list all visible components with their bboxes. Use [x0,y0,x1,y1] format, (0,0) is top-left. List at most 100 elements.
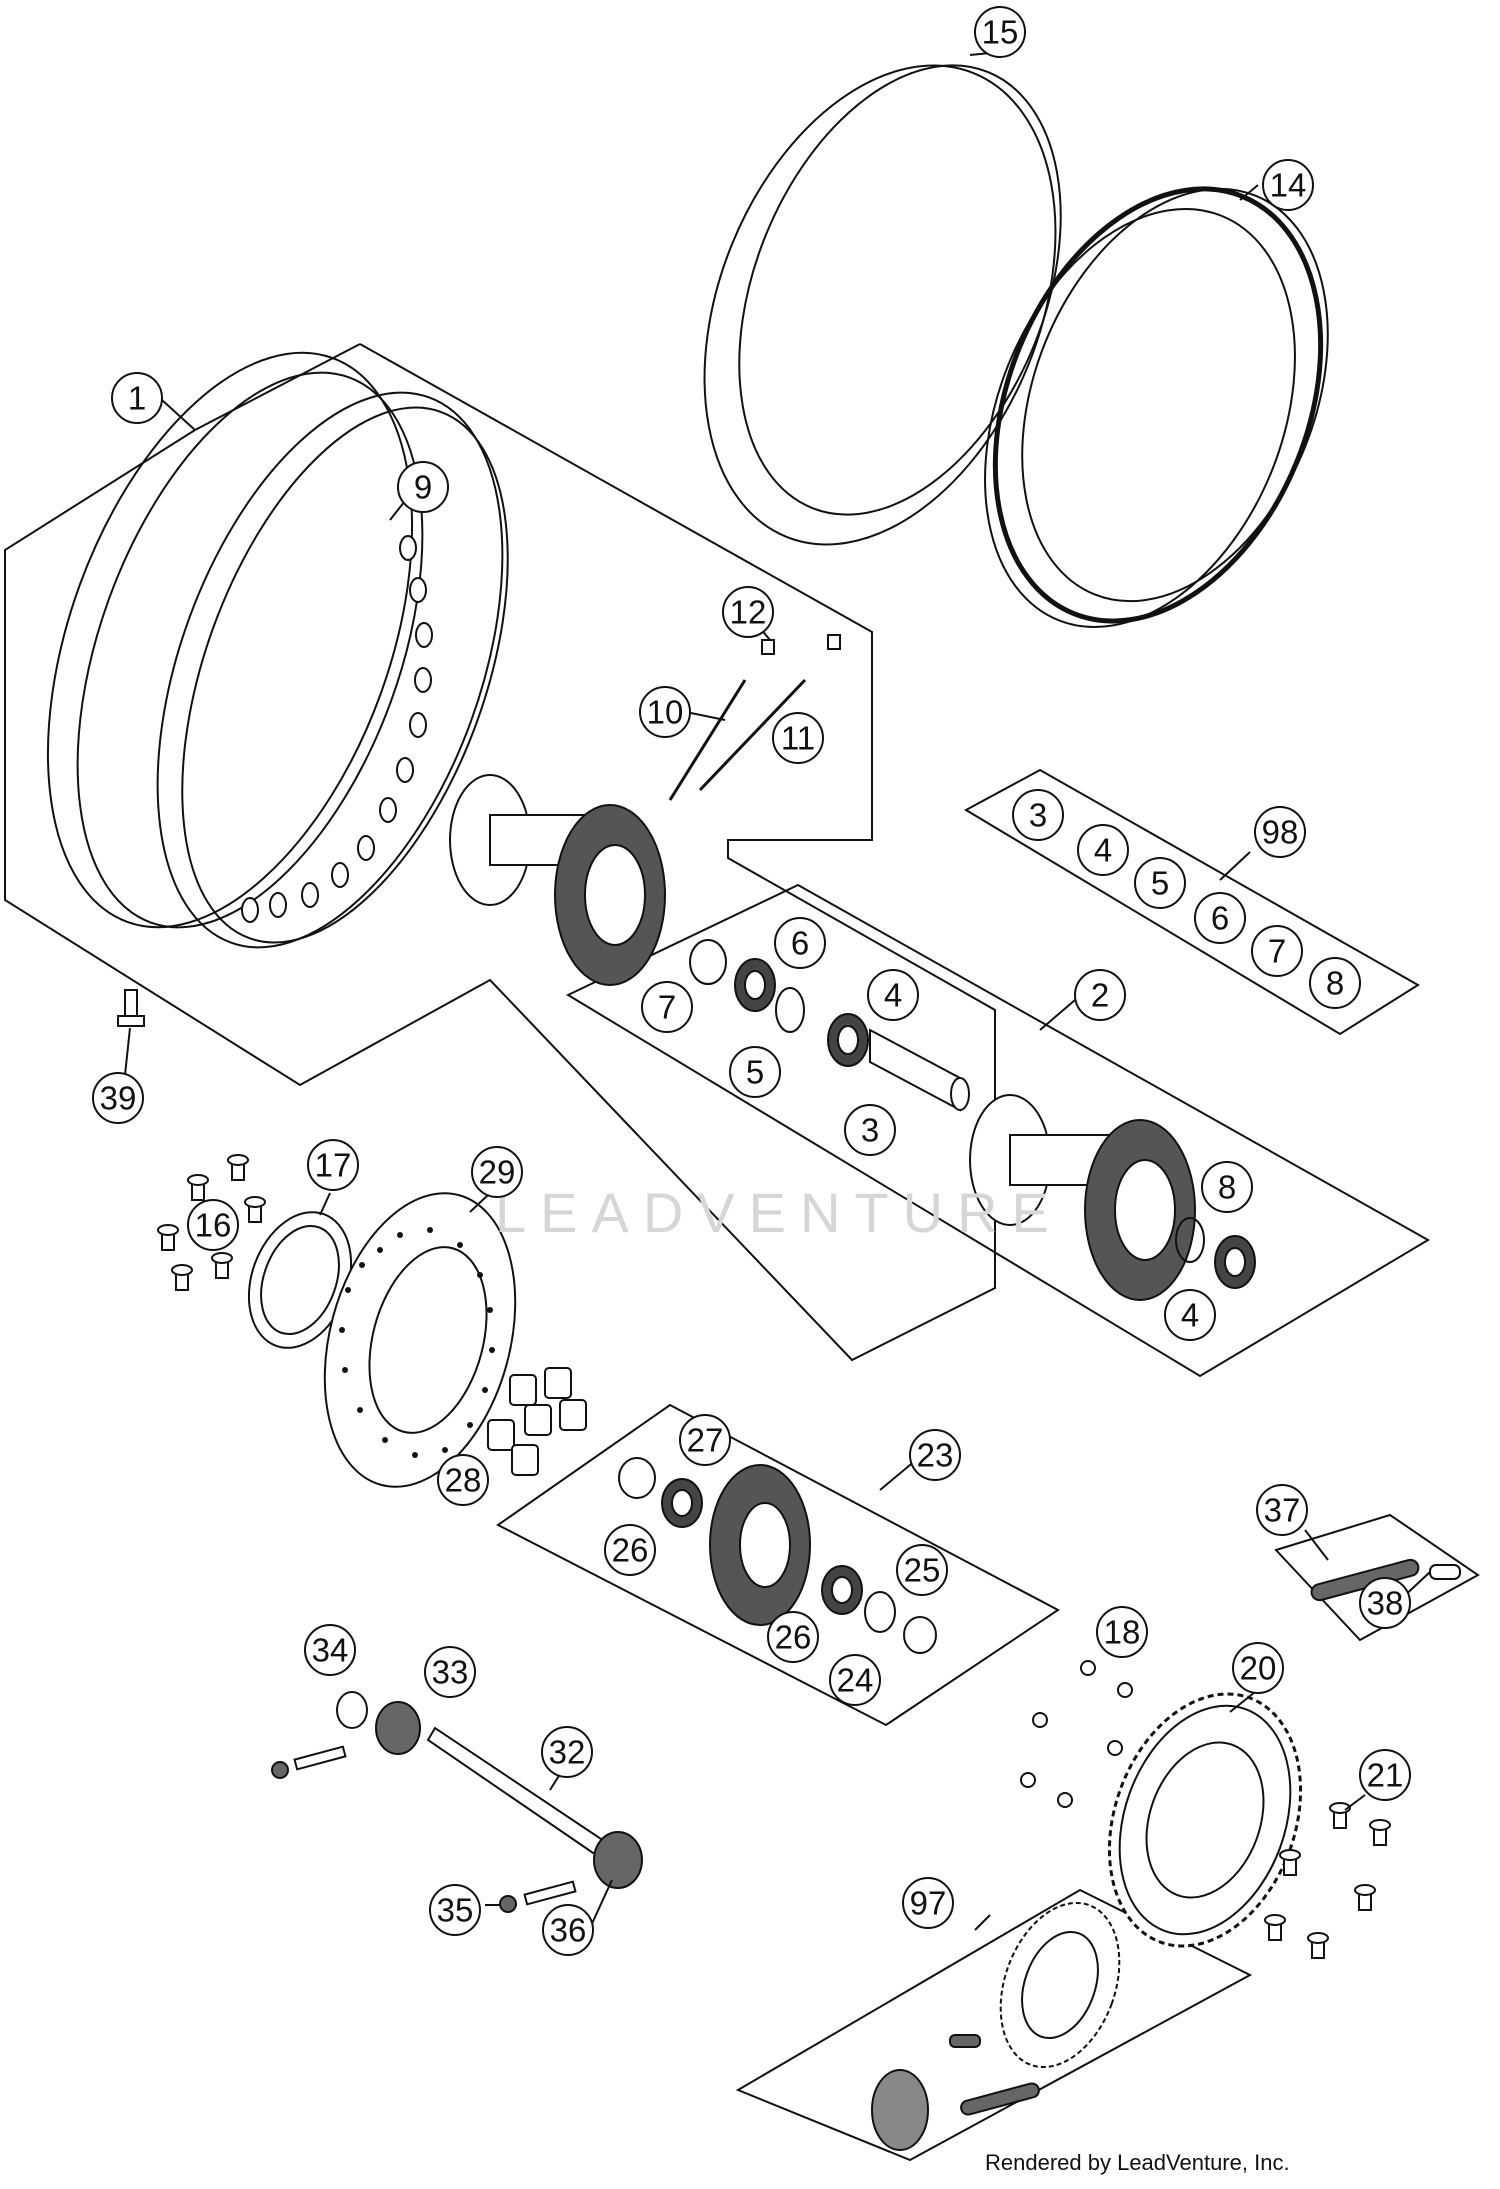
svg-text:17: 17 [315,1147,352,1184]
svg-text:26: 26 [612,1532,649,1569]
svg-text:5: 5 [1151,865,1169,902]
svg-text:5: 5 [746,1054,764,1091]
svg-text:2: 2 [1091,977,1109,1014]
svg-text:3: 3 [1029,797,1047,834]
callout-26b: 26 [767,1611,819,1663]
callout-20: 20 [1232,1642,1284,1694]
svg-text:3: 3 [861,1112,879,1149]
rim-drawing [46,351,509,949]
callout-27: 27 [679,1414,731,1466]
callout-28: 28 [437,1454,489,1506]
callout-16: 16 [187,1199,239,1251]
svg-text:8: 8 [1326,965,1344,1002]
callout-36: 36 [542,1904,594,1956]
svg-text:23: 23 [917,1437,954,1474]
brake-disc-holes [339,1227,495,1458]
svg-text:11: 11 [781,720,815,757]
svg-text:15: 15 [982,14,1019,51]
svg-text:28: 28 [445,1462,482,1499]
callout-32: 32 [541,1726,593,1778]
callout-7: 7 [1251,925,1303,977]
callout-5: 5 [1134,857,1186,909]
brake-disc-drawing [323,1192,517,1488]
callout-18: 18 [1096,1606,1148,1658]
bearing-set-parts [689,939,1256,1289]
svg-text:24: 24 [837,1662,874,1699]
callout-9: 9 [397,461,449,513]
svg-text:6: 6 [1211,900,1229,937]
svg-text:6: 6 [791,925,809,962]
watermark: LEADVENTURE [495,1181,1063,1244]
hub-2-drawing [969,1094,1196,1301]
callout-7b: 7 [641,981,693,1033]
callout-26: 26 [604,1524,656,1576]
svg-text:20: 20 [1240,1650,1277,1687]
callout-38: 38 [1359,1577,1411,1629]
svg-text:37: 37 [1264,1492,1301,1529]
svg-text:7: 7 [658,989,676,1026]
callout-6b: 6 [774,917,826,969]
svg-text:7: 7 [1268,933,1286,970]
callout-1: 1 [111,372,163,424]
valve-drawing [117,989,145,1027]
axle-drawing [271,1691,643,1913]
circlips-drawing [1020,1660,1133,1808]
callout-98: 98 [1254,806,1306,858]
svg-text:29: 29 [479,1154,516,1191]
svg-text:10: 10 [647,694,684,731]
group-outline-kit-97 [735,1888,1253,2162]
svg-text:36: 36 [550,1912,587,1949]
callout-4b: 4 [867,969,919,1021]
group-outline-chain-37 [1274,1513,1480,1642]
callout-35: 35 [429,1884,481,1936]
callout-33: 33 [424,1646,476,1698]
group-outline-carrier-23 [496,1403,1060,1727]
sprocket-drawing [1107,1692,1303,1948]
group-outline-bearing-set [565,883,1430,1378]
svg-text:16: 16 [195,1207,232,1244]
kit-97-drawing [871,1901,1121,2151]
group-outline-wheel [4,343,996,1362]
callout-11: 11 [772,712,824,764]
callout-5b: 5 [729,1046,781,1098]
svg-text:27: 27 [687,1422,724,1459]
callout-4c: 4 [1164,1289,1216,1341]
svg-text:25: 25 [904,1552,941,1589]
svg-text:18: 18 [1104,1614,1141,1651]
callout-21: 21 [1359,1749,1411,1801]
footer-credit: Rendered by LeadVenture, Inc. [985,2150,1290,2175]
callout-labels: 15 14 1 9 12 10 11 3 4 5 6 7 8 98 2 6 7 … [92,6,1411,1956]
svg-text:8: 8 [1218,1169,1236,1206]
callout-4: 4 [1077,824,1129,876]
svg-text:97: 97 [910,1885,947,1922]
svg-text:12: 12 [730,594,767,631]
svg-text:98: 98 [1262,814,1299,851]
nipples-drawing [761,634,841,655]
rim-spoke-holes [241,535,433,923]
callout-3b: 3 [844,1104,896,1156]
svg-text:1: 1 [128,380,146,417]
svg-text:32: 32 [549,1734,586,1771]
callout-39: 39 [92,1072,144,1124]
spokes-drawing [668,678,807,801]
dampers-drawing [487,1367,587,1476]
svg-text:33: 33 [432,1654,469,1691]
svg-text:4: 4 [884,977,902,1014]
rim-band-drawing [984,186,1329,629]
svg-text:4: 4 [1094,832,1112,869]
callout-6: 6 [1194,892,1246,944]
svg-text:34: 34 [312,1632,349,1669]
callout-17: 17 [307,1139,359,1191]
callout-23: 23 [909,1429,961,1481]
callout-29: 29 [471,1146,523,1198]
svg-text:26: 26 [775,1619,812,1656]
callout-25: 25 [896,1544,948,1596]
callout-15: 15 [974,6,1026,58]
svg-text:9: 9 [414,469,432,506]
svg-text:21: 21 [1367,1757,1404,1794]
svg-text:35: 35 [437,1892,474,1929]
svg-text:4: 4 [1181,1297,1199,1334]
group-outline-kit-98 [963,768,1420,1036]
callout-8: 8 [1309,957,1361,1009]
